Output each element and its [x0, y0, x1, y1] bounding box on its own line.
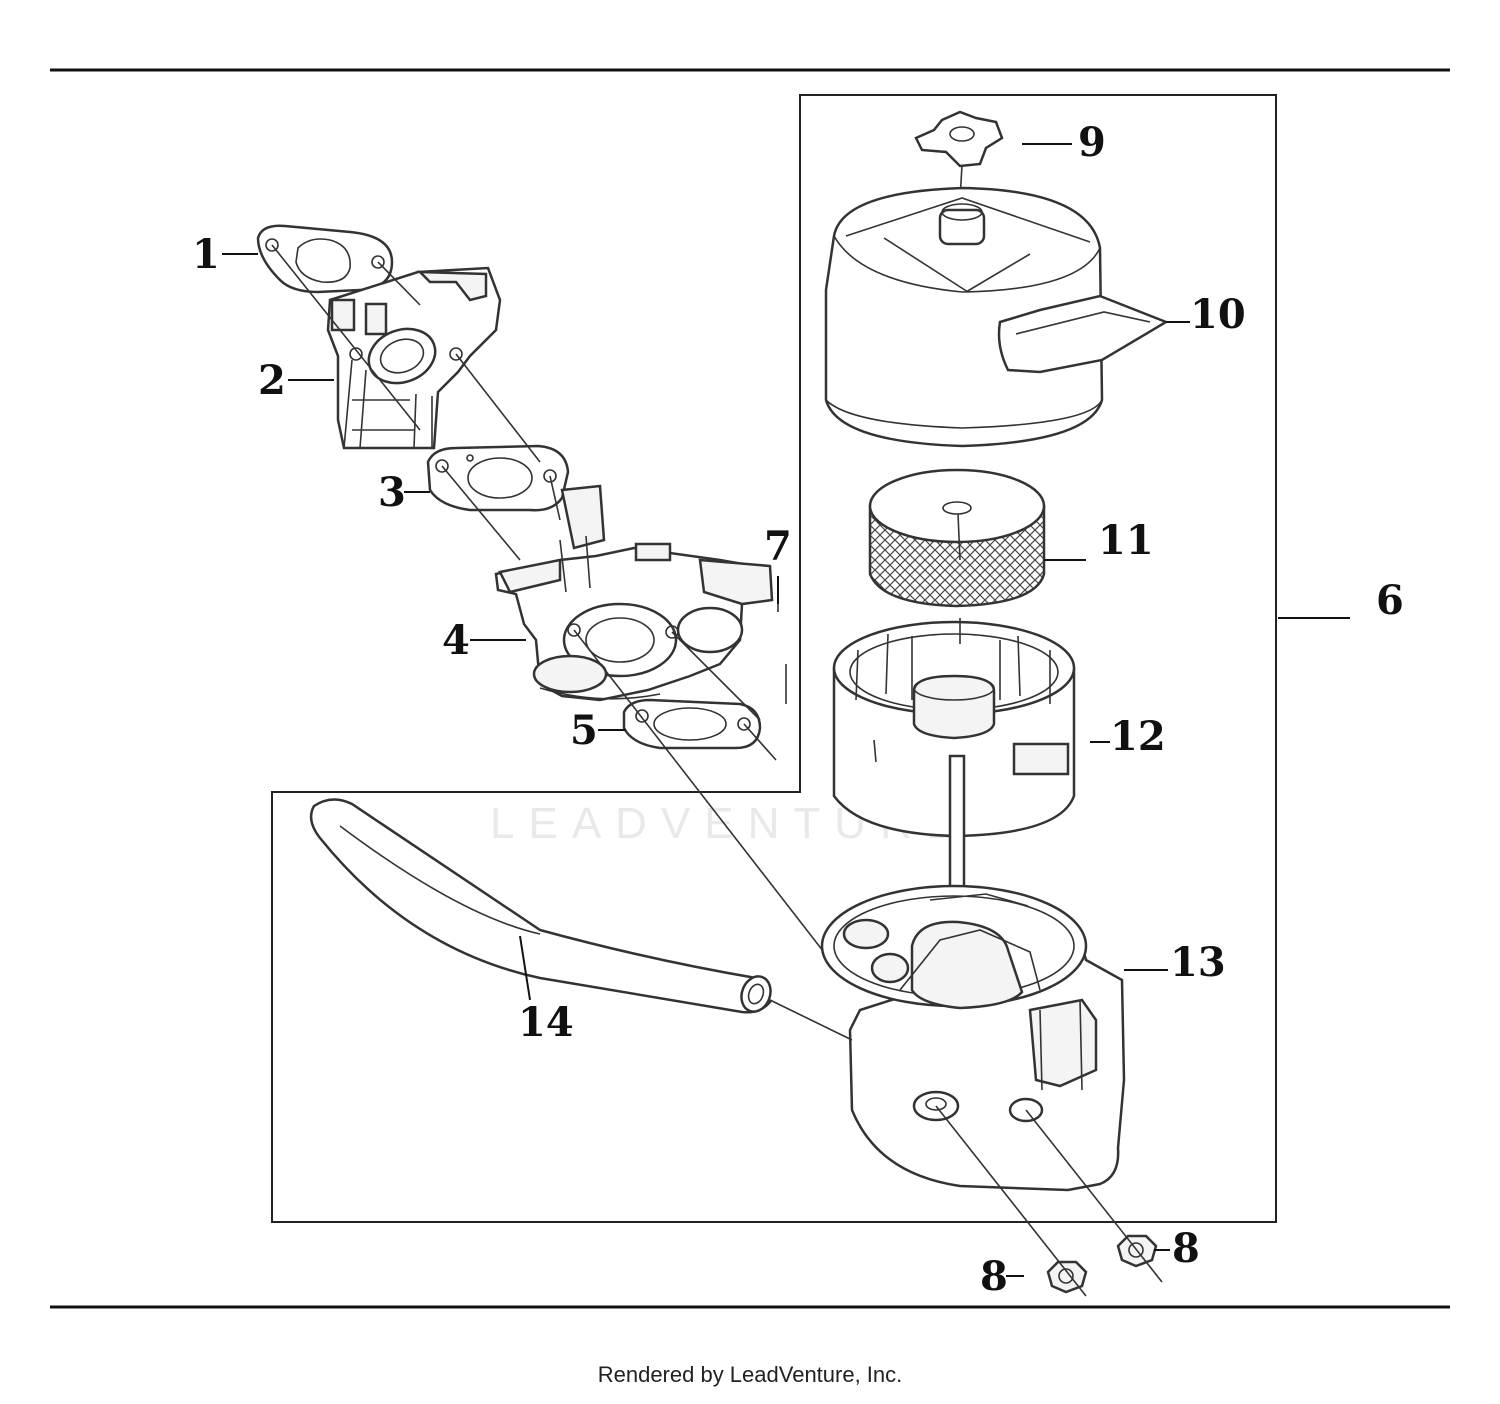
callout-5: 5 [570, 707, 598, 754]
part-8-nut-right [1025, 1109, 1163, 1283]
part-4-carburetor [494, 484, 774, 702]
part-5-gasket [622, 698, 762, 750]
callout-6: 6 [1376, 577, 1404, 624]
air-cleaner-frame [271, 94, 1277, 1223]
part-8-nut-left [935, 1105, 1088, 1297]
part-2-insulator-bracket [326, 266, 502, 450]
callout-3: 3 [378, 469, 406, 516]
part-9-knob [914, 110, 1004, 201]
callout-8-left: 8 [980, 1253, 1008, 1300]
footer-credit: Rendered by LeadVenture, Inc. [597, 1362, 903, 1387]
part-1-gasket [256, 224, 394, 294]
callout-2: 2 [258, 357, 286, 404]
callout-14: 14 [518, 999, 574, 1046]
part-10-cover [824, 186, 1169, 448]
callout-9: 9 [1078, 119, 1106, 166]
callout-1: 1 [192, 231, 220, 278]
callout-13: 13 [1170, 939, 1226, 986]
part-14-tube [309, 798, 772, 1014]
part-3-gasket [426, 444, 570, 512]
leader-lines [222, 143, 1350, 1277]
part-12-case [832, 618, 1076, 948]
part-13-base [769, 884, 1126, 1192]
callout-12: 12 [1110, 713, 1166, 760]
callout-10: 10 [1190, 291, 1246, 338]
callout-7: 7 [764, 523, 792, 570]
callout-8-right: 8 [1172, 1225, 1200, 1272]
callout-4: 4 [442, 617, 470, 664]
part-11-filter [868, 468, 1046, 608]
callout-11: 11 [1098, 517, 1154, 564]
